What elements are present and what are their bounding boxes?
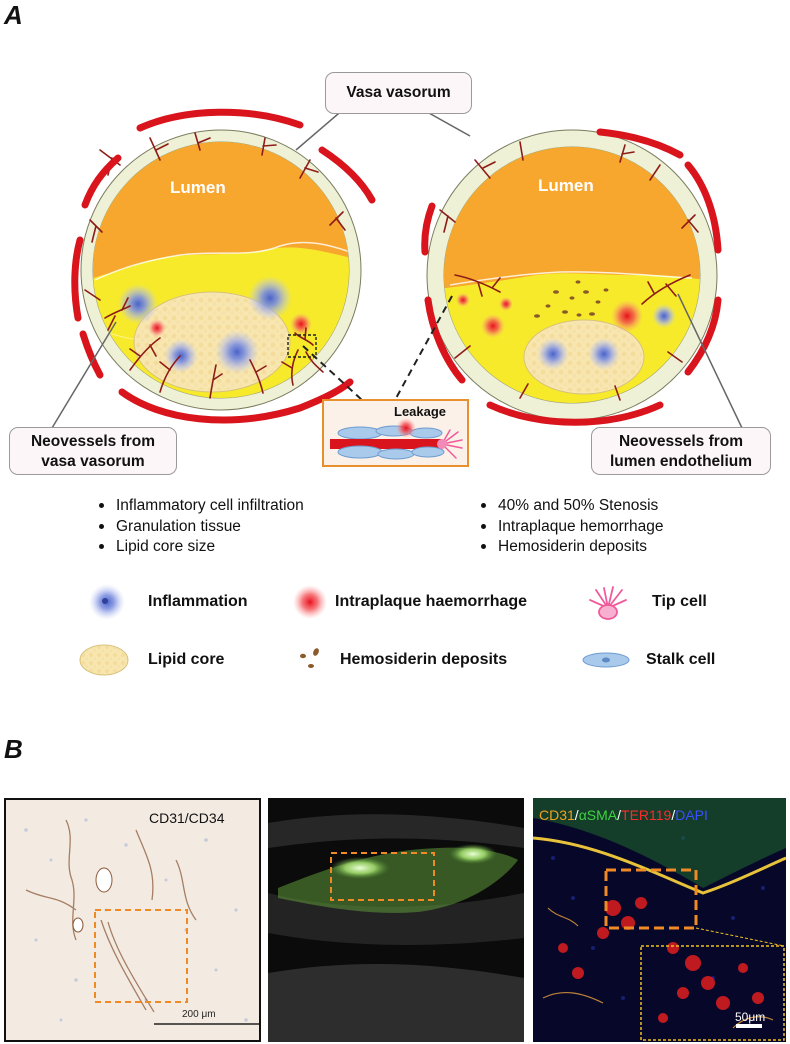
ihc-stain-label: CD31/CD34 <box>149 810 225 826</box>
legend-icons <box>79 584 630 676</box>
legend-stalk-cell-label: Stalk cell <box>646 651 716 668</box>
if-dapi-label: DAPI <box>675 807 708 823</box>
if-channel-labels: CD31/αSMA/TER119/DAPI <box>539 807 708 823</box>
panel-label-b: B <box>4 734 23 764</box>
right-feature-list: 40% and 50% Stenosis Intraplaque hemorrh… <box>476 496 663 558</box>
vasa-vasorum-callout: Vasa vasorum <box>325 72 472 114</box>
left-feature-item: Granulation tissue <box>99 517 304 538</box>
if-scale-label: 50μm <box>735 1010 766 1024</box>
ihc-scale-label: 200 μm <box>182 1009 216 1020</box>
leakage-dashes <box>302 295 453 401</box>
right-neovessels <box>439 141 699 401</box>
if-separator: / <box>574 807 579 823</box>
neovessels-vasa-callout: Neovessels from vasa vasorum <box>9 427 177 475</box>
neovessels-vasa-line1: Neovessels from <box>30 433 156 450</box>
if-asma-label: αSMA <box>578 807 618 823</box>
ihc-tissue <box>6 800 259 1040</box>
legend-tip-cell-label: Tip cell <box>652 593 707 610</box>
if-separator: / <box>617 807 622 823</box>
left-feature-item: Lipid core size <box>99 537 304 558</box>
neovessels-lumen-callout: Neovessels from lumen endothelium <box>591 427 771 475</box>
neovessels-vasa-line2: vasa vasorum <box>41 453 145 470</box>
neovessels-lumen-line1: Neovessels from <box>618 433 744 450</box>
tip-cell-icon <box>589 586 627 620</box>
if-tissue <box>533 798 786 1042</box>
legend-hemorrhage-label: Intraplaque haemorrhage <box>335 593 528 610</box>
ihc-image: CD31/CD34 200 μm <box>4 798 261 1042</box>
right-feature-item: Hemosiderin deposits <box>480 537 663 558</box>
left-feature-item: Inflammatory cell infiltration <box>99 496 304 517</box>
hemorrhage-icon <box>293 585 327 619</box>
panel-label-a: A <box>4 0 23 30</box>
leakage-inset <box>322 399 469 467</box>
hemosiderin-icon <box>300 648 319 668</box>
lumen-label-right: Lumen <box>538 176 594 195</box>
if-separator: / <box>671 807 676 823</box>
legend-inflammation-label: Inflammation <box>148 593 248 610</box>
lumen-label-left: Lumen <box>170 178 226 197</box>
hemosiderin-spots <box>534 280 609 318</box>
lipid-core-icon <box>79 644 129 676</box>
right-feature-item: Intraplaque hemorrhage <box>480 517 663 538</box>
stalk-cell-icon <box>582 652 630 668</box>
leakage-label: Leakage <box>394 404 447 419</box>
ultrasound-scan <box>268 798 524 1042</box>
neovessels-lumen-line2: lumen endothelium <box>609 453 753 470</box>
legend-hemosiderin-label: Hemosiderin deposits <box>340 651 508 668</box>
left-artery <box>71 108 376 424</box>
if-ter119-label: TER119 <box>621 807 672 823</box>
right-feature-item: 40% and 50% Stenosis <box>480 496 663 517</box>
ultrasound-image <box>268 798 524 1042</box>
inflammation-icon <box>89 584 125 620</box>
left-feature-list: Inflammatory cell infiltration Granulati… <box>94 496 304 558</box>
if-cd31-label: CD31 <box>539 807 575 823</box>
right-artery <box>421 128 722 426</box>
legend-lipid-core-label: Lipid core <box>148 651 225 668</box>
vasa-vasorum-label: Vasa vasorum <box>346 84 451 101</box>
immunofluorescence-image: CD31/αSMA/TER119/DAPI 50μm <box>533 798 786 1042</box>
plaque-diagram <box>51 107 743 467</box>
